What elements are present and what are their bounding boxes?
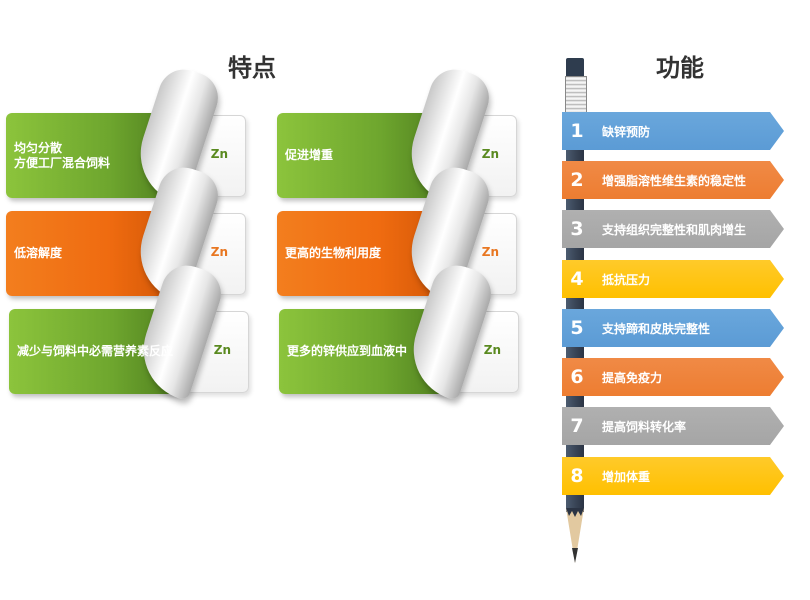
features-title: 特点 bbox=[228, 54, 276, 82]
function-label: 提高饲料转化率 bbox=[602, 419, 687, 434]
function-banner-7: 7 提高饲料转化率 bbox=[562, 407, 784, 445]
function-label: 支持蹄和皮肤完整性 bbox=[602, 321, 711, 336]
function-banner-2: 2 增强脂溶性维生素的稳定性 bbox=[562, 161, 784, 199]
pencil-eraser-icon bbox=[566, 58, 584, 78]
feature-card-5: Zn 减少与饲料中必需营养素反应 bbox=[9, 258, 249, 402]
functions-title: 功能 bbox=[656, 54, 704, 82]
function-number: 6 bbox=[570, 366, 584, 388]
function-number: 2 bbox=[570, 169, 584, 191]
function-banner-1: 1 缺锌预防 bbox=[562, 112, 784, 150]
feature-card-4: Zn 更高的生物利用度 bbox=[277, 160, 517, 304]
function-banner-5: 5 支持蹄和皮肤完整性 bbox=[562, 309, 784, 347]
zinc-tag: Zn bbox=[213, 343, 231, 357]
zinc-tag: Zn bbox=[481, 245, 499, 259]
function-label: 抵抗压力 bbox=[602, 272, 651, 287]
function-banner-6: 6 提高免疫力 bbox=[562, 358, 784, 396]
function-number: 4 bbox=[570, 268, 584, 290]
zinc-tag: Zn bbox=[481, 147, 499, 161]
feature-text: 更高的生物利用度 bbox=[285, 246, 382, 260]
function-banner-8: 8 增加体重 bbox=[562, 457, 784, 495]
feature-card-1: Zn 均匀分散 方便工厂混合饲料 bbox=[6, 62, 246, 206]
zinc-tag: Zn bbox=[210, 147, 228, 161]
function-number: 7 bbox=[570, 415, 584, 437]
function-label: 增加体重 bbox=[602, 469, 651, 484]
function-banner-4: 4 抵抗压力 bbox=[562, 260, 784, 298]
feature-text: 低溶解度 bbox=[14, 246, 63, 260]
zinc-tag: Zn bbox=[210, 245, 228, 259]
feature-card-6: Zn 更多的锌供应到血液中 bbox=[279, 258, 519, 402]
function-number: 3 bbox=[570, 218, 584, 240]
function-label: 支持组织完整性和肌肉增生 bbox=[602, 222, 747, 237]
zinc-tag: Zn bbox=[483, 343, 501, 357]
function-number: 8 bbox=[570, 465, 584, 487]
function-number: 5 bbox=[570, 317, 584, 339]
function-label: 缺锌预防 bbox=[602, 124, 651, 139]
feature-text: 减少与饲料中必需营养素反应 bbox=[17, 344, 174, 358]
feature-text: 促进增重 bbox=[285, 148, 334, 162]
pencil-tip-icon bbox=[566, 508, 584, 563]
feature-text: 均匀分散 方便工厂混合饲料 bbox=[14, 140, 111, 170]
function-label: 增强脂溶性维生素的稳定性 bbox=[602, 173, 747, 188]
function-banner-3: 3 支持组织完整性和肌肉增生 bbox=[562, 210, 784, 248]
function-number: 1 bbox=[570, 120, 584, 142]
feature-text: 更多的锌供应到血液中 bbox=[287, 344, 408, 358]
pencil-ferrule-icon bbox=[565, 76, 587, 114]
function-label: 提高免疫力 bbox=[602, 370, 663, 385]
